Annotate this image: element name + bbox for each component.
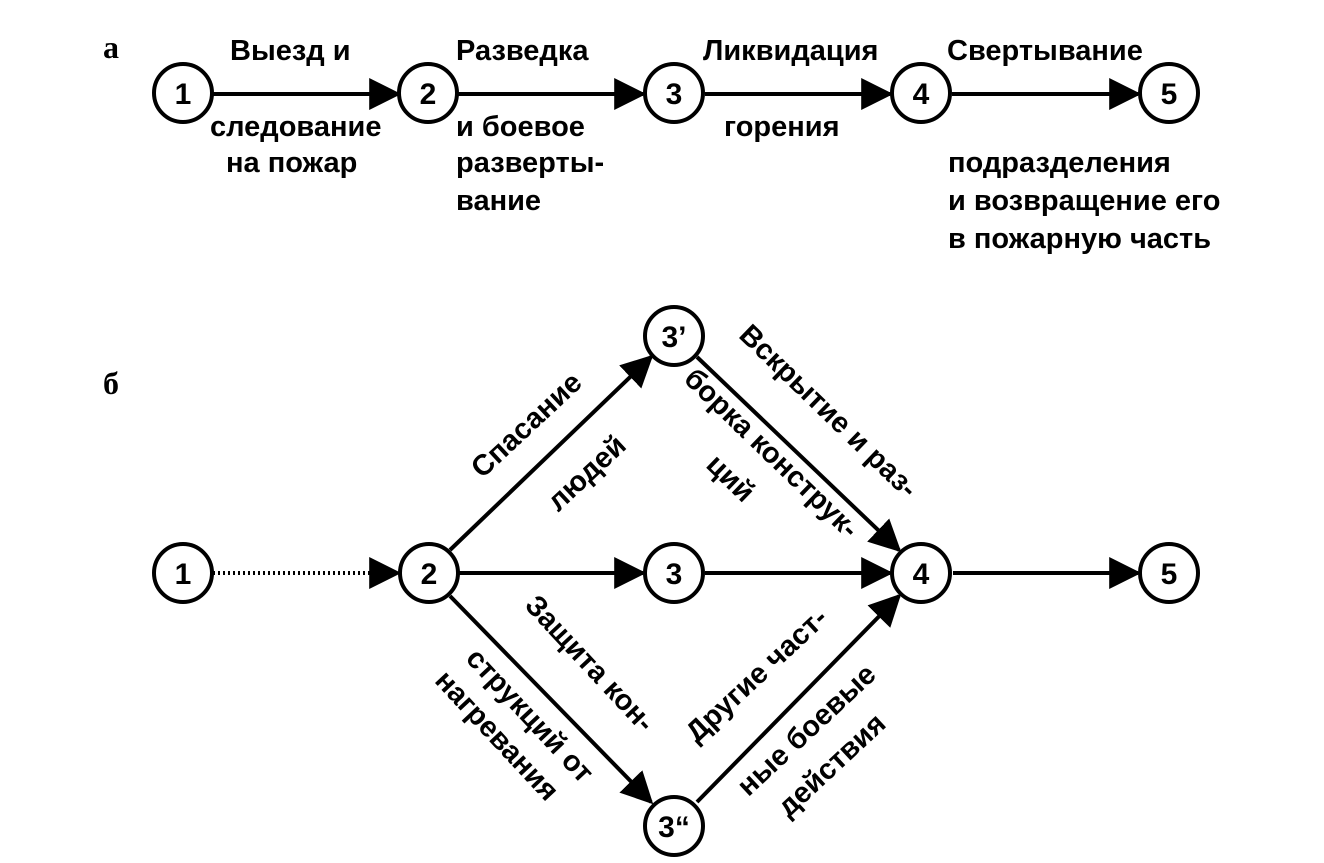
node-a-1: 1 <box>152 62 214 124</box>
edge-a-4-bottom-3: в пожарную часть <box>948 223 1211 255</box>
edge-a-1-bottom-1: следование <box>210 111 381 143</box>
edge-a-1-top: Выезд и <box>230 35 351 67</box>
node-a-4: 4 <box>890 62 952 124</box>
node-a-4-label: 4 <box>913 78 930 111</box>
edge-a-2-bottom-1: и боевое <box>456 111 585 143</box>
node-b-2-label: 2 <box>421 558 438 591</box>
node-b-4: 4 <box>890 542 952 604</box>
node-b-2: 2 <box>398 542 460 604</box>
label-opening-2: борка конструк- <box>678 362 865 544</box>
edge-a-2-top: Разведка <box>456 35 589 67</box>
part-b-letter: б <box>103 365 119 401</box>
edge-a-4-top: Свертывание <box>947 35 1143 67</box>
node-b-4-label: 4 <box>913 558 930 591</box>
edge-a-4-bottom-1: подразделения <box>948 147 1171 179</box>
node-b-3-double-prime-label: 3“ <box>658 811 690 844</box>
node-b-3-label: 3 <box>666 558 683 591</box>
label-opening-3: ций <box>700 448 761 508</box>
node-b-1-label: 1 <box>175 558 192 591</box>
node-b-3-prime: 3’ <box>643 305 705 367</box>
node-b-5-label: 5 <box>1161 558 1178 591</box>
node-b-1: 1 <box>152 542 214 604</box>
node-b-3-prime-label: 3’ <box>661 321 686 354</box>
label-opening-1: Вскрытие и раз- <box>733 319 924 505</box>
edge-b-3p-4 <box>695 355 902 553</box>
label-rescue-2: людей <box>541 429 632 517</box>
node-a-3: 3 <box>643 62 705 124</box>
node-a-3-label: 3 <box>666 78 683 111</box>
node-a-5-label: 5 <box>1161 78 1178 111</box>
edge-a-3-bottom-1: горения <box>724 111 840 143</box>
node-a-1-label: 1 <box>175 78 192 111</box>
edge-b-2-3p <box>448 354 654 552</box>
part-a-letter: а <box>103 29 119 65</box>
node-a-5: 5 <box>1138 62 1200 124</box>
edge-b-3pp-4 <box>695 593 902 804</box>
edge-a-1-bottom-2: на пожар <box>226 147 357 179</box>
node-b-3-double-prime: 3“ <box>643 795 705 857</box>
edge-b-2-3pp <box>448 594 654 805</box>
node-b-3: 3 <box>643 542 705 604</box>
edge-a-2-bottom-3: вание <box>456 185 541 217</box>
node-b-5: 5 <box>1138 542 1200 604</box>
node-a-2-label: 2 <box>420 78 437 111</box>
edge-a-4-bottom-2: и возвращение его <box>948 185 1220 217</box>
edge-a-3-top: Ликвидация <box>703 35 878 67</box>
edge-a-2-bottom-2: разверты- <box>456 147 604 179</box>
node-a-2: 2 <box>397 62 459 124</box>
